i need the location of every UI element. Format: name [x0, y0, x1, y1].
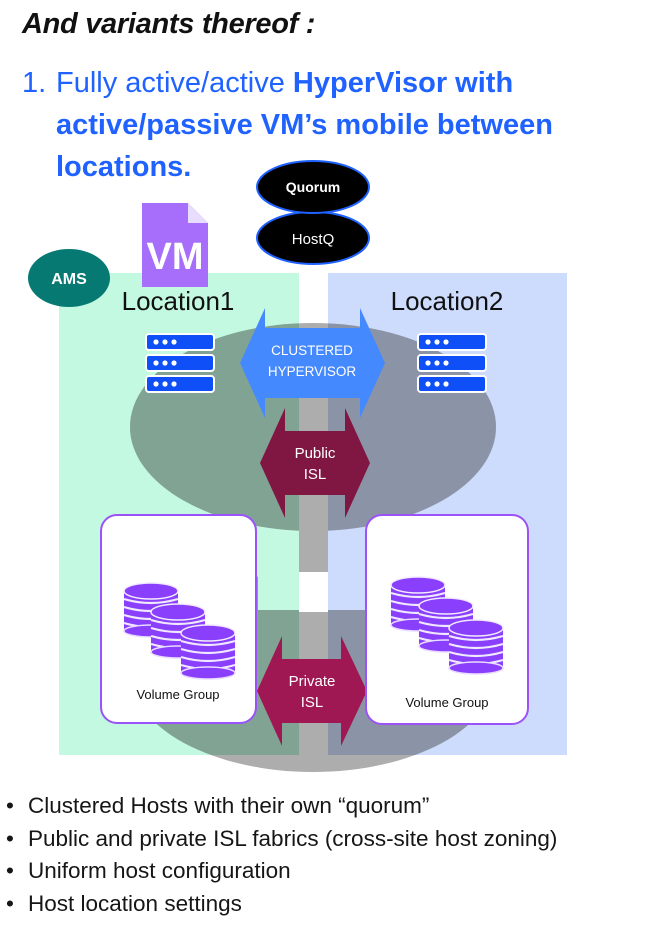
hostq-ellipse: HostQ	[256, 211, 370, 265]
ams-label: AMS	[51, 271, 87, 288]
bullet-glyph: •	[6, 793, 14, 818]
hostq-label: HostQ	[292, 231, 335, 248]
vm-document-icon: VM	[142, 203, 208, 287]
public-isl-arrow: Public ISL	[260, 408, 370, 518]
bullet-item: •Host location settings	[6, 888, 557, 921]
item-text: Fully active/active HyperVisor with acti…	[56, 62, 646, 188]
ams-badge: AMS	[28, 249, 110, 307]
server-icon-right	[417, 333, 487, 393]
bullet-item: •Uniform host configuration	[6, 855, 557, 888]
public-isl-line1: Public	[295, 445, 336, 462]
quorum-label: Quorum	[286, 179, 340, 195]
item-number: 1.	[22, 67, 47, 99]
private-isl-arrow: Private ISL	[257, 636, 367, 746]
private-isl-line1: Private	[289, 673, 336, 690]
item-plain-text: Fully active/active	[56, 67, 293, 99]
public-isl-line2: ISL	[304, 466, 327, 483]
clustered-hypervisor-arrow: CLUSTERED HYPERVISOR	[240, 308, 385, 418]
item-bold-text: HyperVisor with active/passive VM’s mobi…	[56, 67, 553, 183]
volume-group-right: Volume Group	[365, 514, 529, 725]
server-icon-left	[145, 333, 215, 393]
bullet-item: •Public and private ISL fabrics (cross-s…	[6, 823, 557, 856]
volume-group-left-label: Volume Group	[136, 687, 219, 702]
clustered-line1: CLUSTERED	[271, 343, 353, 358]
bullet-list: •Clustered Hosts with their own “quorum”…	[6, 790, 557, 920]
bullet-glyph: •	[6, 890, 14, 916]
volume-group-right-label: Volume Group	[405, 695, 488, 710]
quorum-ellipse: Quorum	[256, 160, 370, 214]
slide-heading: And variants thereof :	[22, 8, 316, 40]
location2-label: Location2	[391, 286, 504, 316]
bullet-glyph: •	[6, 858, 14, 883]
vm-label: VM	[147, 236, 204, 278]
location1-label: Location1	[122, 286, 235, 316]
bullet-item: •Clustered Hosts with their own “quorum”	[6, 790, 557, 823]
private-isl-line2: ISL	[301, 694, 324, 711]
volume-group-left: Volume Group	[100, 514, 257, 724]
clustered-line2: HYPERVISOR	[268, 364, 357, 379]
bullet-glyph: •	[6, 825, 14, 851]
